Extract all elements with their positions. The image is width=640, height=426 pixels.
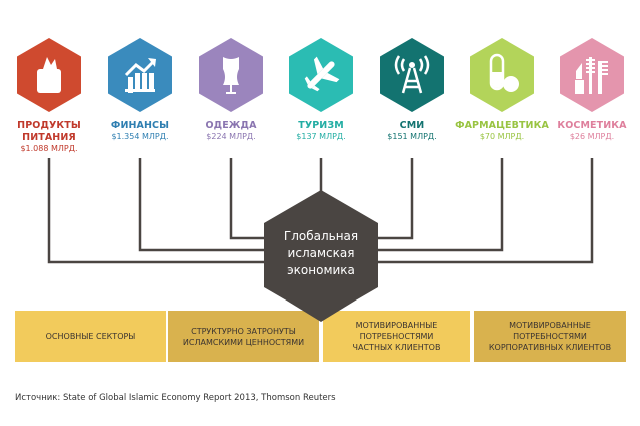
band-label-line: ПОТРЕБНОСТЯМИ [359,332,434,341]
cosmetics-icon [575,57,608,94]
band-label-line: СТРУКТУРНО ЗАТРОНУТЫ [191,326,296,336]
center-hexagon [264,190,378,320]
center-label-line: исламская [287,246,355,260]
sector-value: $1.088 МЛРД. [20,144,78,153]
connector-line [229,158,266,240]
connector-lines [47,158,594,264]
connector-line [138,158,266,252]
sector-label-media: СМИ$151 МЛРД. [357,120,467,142]
band-label-line: ЧАСТНЫХ КЛИЕНТОВ [352,343,441,352]
sector-label-finance: ФИНАНСЫ$1.354 МЛРД. [85,120,195,142]
sector-value: $137 МЛРД. [296,132,346,141]
sector-value: $26 МЛРД. [569,132,615,141]
category-band-bg [474,311,626,362]
sector-value: $224 МЛРД. [206,132,256,141]
antenna-icon [394,55,430,94]
chart-growth-icon [124,58,156,93]
sector-value: $1.354 МЛРД. [111,132,169,141]
category-band-bg [168,311,319,362]
food-bag-icon [37,57,61,93]
category-band-label: МОТИВИРОВАННЫЕ ПОТРЕБНОСТЯМИ КОРПОРАТИВНЫХ… [474,311,626,362]
sector-name: ПРОДУКТЫ [17,120,81,131]
connector-line [376,158,414,240]
band-label-line: ПОТРЕБНОСТЯМИ [513,332,587,341]
sector-name: ОДЕЖДА [205,120,257,131]
sector-name: ТУРИЗМ [298,120,344,131]
band-label-line: ОСНОВНЫЕ СЕКТОРЫ [45,332,136,341]
center-label-line: Глобальная [283,229,359,243]
category-band-bg [15,311,166,362]
sector-hexagon-media [380,38,444,112]
sector-label-pharma: ФАРМАЦЕВТИКА$70 МЛРД. [447,120,557,142]
category-band-label: ОСНОВНЫЕ СЕКТОРЫ [15,311,166,362]
sector-name: ФАРМАЦЕВТИКА [455,120,549,131]
category-band-bg [323,311,470,362]
sector-label-cosmetics: КОСМЕТИКА$26 МЛРД. [537,120,640,142]
band-label-line: ИСЛАМСКИМИ ЦЕННОСТЯМИ [182,337,305,347]
sector-value: $151 МЛРД. [387,132,437,141]
connector-line [376,158,504,252]
band-label-line: КОРПОРАТИВНЫХ КЛИЕНТОВ [488,343,612,352]
mannequin-icon [223,57,239,94]
band-label-line: МОТИВИРОВАННЫЕ [355,321,438,330]
category-bands [15,300,626,362]
sector-name: КОСМЕТИКА [557,120,627,131]
band-label-line: МОТИВИРОВАННЫЕ [509,321,591,330]
connector-line [376,158,594,264]
center-label-line: экономика [287,263,355,277]
source-note: Источник: State of Global Islamic Econom… [15,393,336,403]
airplane-icon [304,56,340,92]
connector-line [47,158,266,264]
sector-label-tourism: ТУРИЗМ$137 МЛРД. [266,120,376,142]
sector-name: ФИНАНСЫ [110,120,170,131]
category-band-label: МОТИВИРОВАННЫЕ ПОТРЕБНОСТЯМИ ЧАСТНЫХ КЛИЕН… [323,311,470,362]
pill-icon [489,53,519,92]
sector-name: СМИ [399,120,425,131]
sector-value: $70 МЛРД. [479,132,525,141]
sector-hexagons [17,38,624,112]
sector-label-clothing: ОДЕЖДА$224 МЛРД. [176,120,286,142]
center-label: Глобальная исламская экономика [264,228,378,279]
sector-name: ПИТАНИЯ [22,132,76,143]
